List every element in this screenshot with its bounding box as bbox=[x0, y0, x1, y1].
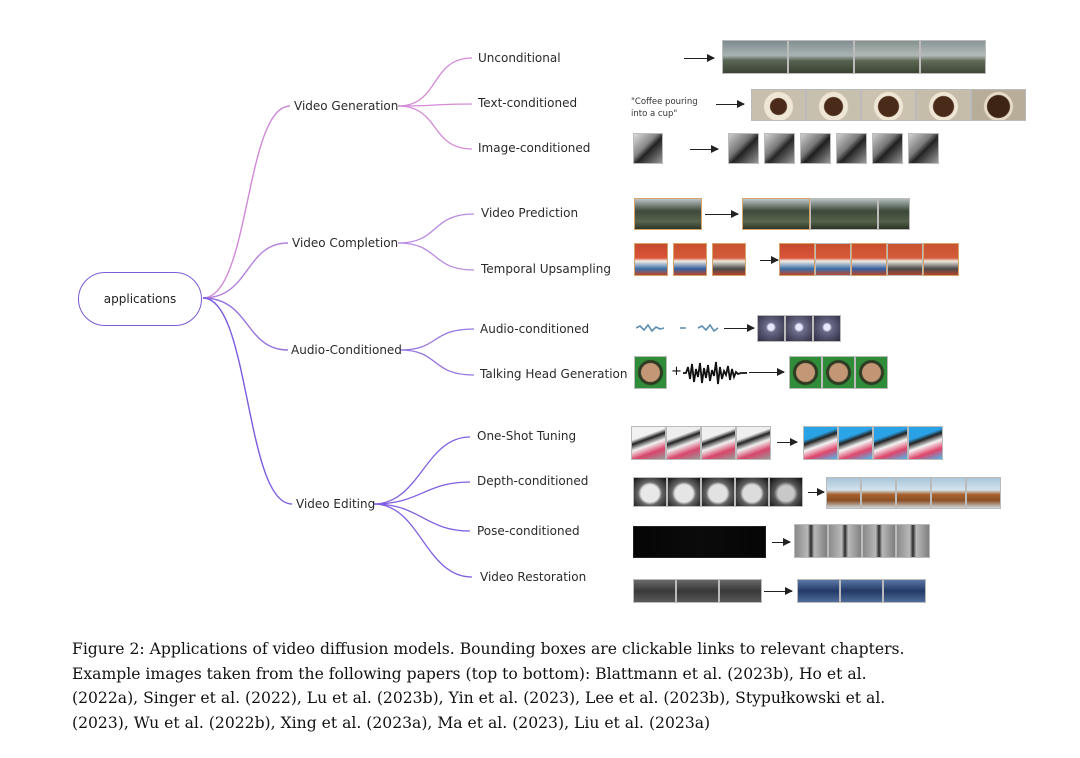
leaf-video-prediction[interactable]: Video Prediction bbox=[481, 206, 579, 220]
branch-root-audio-conditioned bbox=[202, 297, 289, 351]
applications-mind-map: applications Video Generation Video Comp… bbox=[78, 40, 1026, 603]
example-image-conditioned-frames bbox=[728, 133, 939, 164]
arrow-icon bbox=[749, 368, 785, 376]
example-pose-input-frames bbox=[633, 526, 766, 558]
caption-line: (2023), Wu et al. (2022b), Xing et al. (… bbox=[72, 713, 711, 732]
root-node-applications[interactable]: applications bbox=[78, 272, 202, 326]
example-video-prediction-context bbox=[634, 198, 702, 230]
arrow-icon bbox=[777, 438, 798, 446]
leaf-talking-head-generation[interactable]: Talking Head Generation bbox=[480, 367, 628, 381]
branch-root-video-generation bbox=[202, 105, 291, 299]
root-label: applications bbox=[103, 292, 177, 306]
arrow-icon bbox=[705, 210, 739, 218]
arrow-icon bbox=[724, 324, 755, 332]
leaf-video-restoration[interactable]: Video Restoration bbox=[480, 570, 587, 584]
branch-root-video-editing bbox=[202, 297, 293, 505]
example-unconditional-frames bbox=[722, 40, 986, 74]
example-temporal-upsampling-input bbox=[634, 243, 746, 276]
example-text-conditioned-frames bbox=[751, 89, 1026, 121]
leaf-depth-conditioned[interactable]: Depth-conditioned bbox=[477, 474, 589, 488]
category-audio-conditioned[interactable]: Audio-Conditioned bbox=[291, 343, 402, 357]
category-video-completion[interactable]: Video Completion bbox=[292, 236, 399, 250]
arrow-icon bbox=[684, 54, 715, 62]
example-pose-output-frames bbox=[794, 524, 930, 558]
leaf-unconditional[interactable]: Unconditional bbox=[478, 51, 561, 65]
example-talking-head-frames bbox=[789, 356, 888, 389]
category-video-generation[interactable]: Video Generation bbox=[294, 99, 399, 113]
text-prompt-line1: "Coffee pouring bbox=[631, 97, 698, 107]
example-temporal-upsampling-frames bbox=[779, 243, 959, 276]
example-restoration-output-frames bbox=[797, 579, 926, 603]
example-restoration-input-frames bbox=[633, 579, 762, 603]
caption-line: Figure 2: Applications of video diffusio… bbox=[72, 640, 905, 658]
leaf-pose-conditioned[interactable]: Pose-conditioned bbox=[477, 524, 580, 538]
example-talking-head-face bbox=[634, 356, 667, 389]
leaf-one-shot-tuning[interactable]: One-Shot Tuning bbox=[477, 429, 577, 443]
arrow-icon bbox=[772, 538, 791, 546]
arrow-icon bbox=[808, 488, 825, 496]
figure-caption: Figure 2: Applications of video diffusio… bbox=[72, 637, 1040, 735]
caption-line: Example images taken from the following … bbox=[72, 664, 867, 683]
arrow-icon bbox=[764, 587, 793, 595]
example-image-conditioned-input bbox=[633, 133, 663, 164]
speech-waveform-icon bbox=[683, 361, 747, 385]
plus-sign: + bbox=[671, 364, 682, 379]
text-prompt-line2: into a cup" bbox=[631, 109, 678, 119]
category-video-editing[interactable]: Video Editing bbox=[296, 497, 376, 511]
text-prompt: "Coffee pouring into a cup" bbox=[631, 96, 698, 120]
leaf-text-conditioned[interactable]: Text-conditioned bbox=[478, 96, 578, 110]
arrow-icon bbox=[690, 145, 719, 153]
audio-waveform-icon bbox=[636, 323, 719, 333]
example-depth-input-frames bbox=[633, 477, 803, 507]
example-depth-output-frames bbox=[826, 477, 1001, 509]
example-one-shot-input-frames bbox=[631, 426, 771, 460]
arrow-icon bbox=[760, 256, 779, 264]
tree-connectors bbox=[202, 57, 475, 578]
example-one-shot-output-frames bbox=[803, 426, 943, 460]
leaf-image-conditioned[interactable]: Image-conditioned bbox=[478, 141, 591, 155]
leaf-audio-conditioned[interactable]: Audio-conditioned bbox=[480, 322, 590, 336]
branch-root-video-completion bbox=[202, 242, 289, 299]
example-video-prediction-frames bbox=[742, 198, 910, 230]
leaf-temporal-upsampling[interactable]: Temporal Upsampling bbox=[481, 262, 611, 276]
caption-line: (2022a), Singer et al. (2022), Lu et al.… bbox=[72, 689, 886, 707]
arrow-icon bbox=[716, 100, 745, 108]
example-audio-conditioned-frames bbox=[757, 315, 841, 342]
